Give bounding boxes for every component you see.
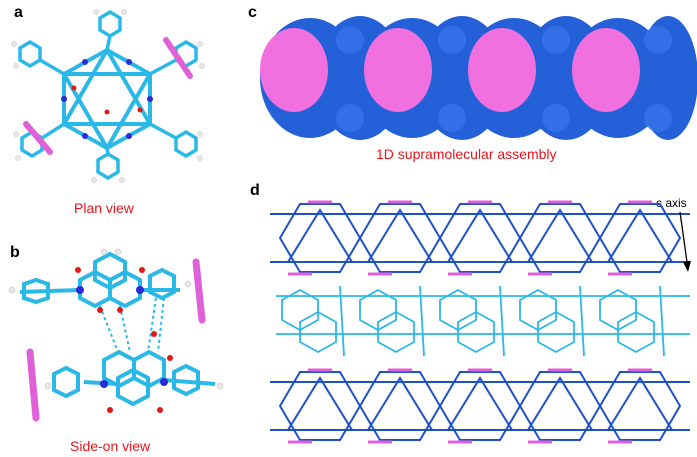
caption-plan-view: Plan view xyxy=(74,200,134,216)
c-axis-label: c axis xyxy=(656,196,687,210)
panel-label-c: c xyxy=(248,4,257,21)
c-axis-arrow xyxy=(679,211,691,272)
panel-c-space-filling-assembly xyxy=(258,14,697,142)
panel-b-side-on-molecule xyxy=(8,248,224,422)
panel-a-plan-view-molecule xyxy=(11,9,205,183)
panel-d-crystal-packing xyxy=(270,200,691,444)
panel-label-d: d xyxy=(250,182,260,199)
panel-label-b: b xyxy=(10,244,20,261)
caption-side-on-view: Side-on view xyxy=(70,438,151,454)
caption-1d-assembly: 1D supramolecular assembly xyxy=(376,146,557,162)
panel-label-a: a xyxy=(14,4,23,21)
